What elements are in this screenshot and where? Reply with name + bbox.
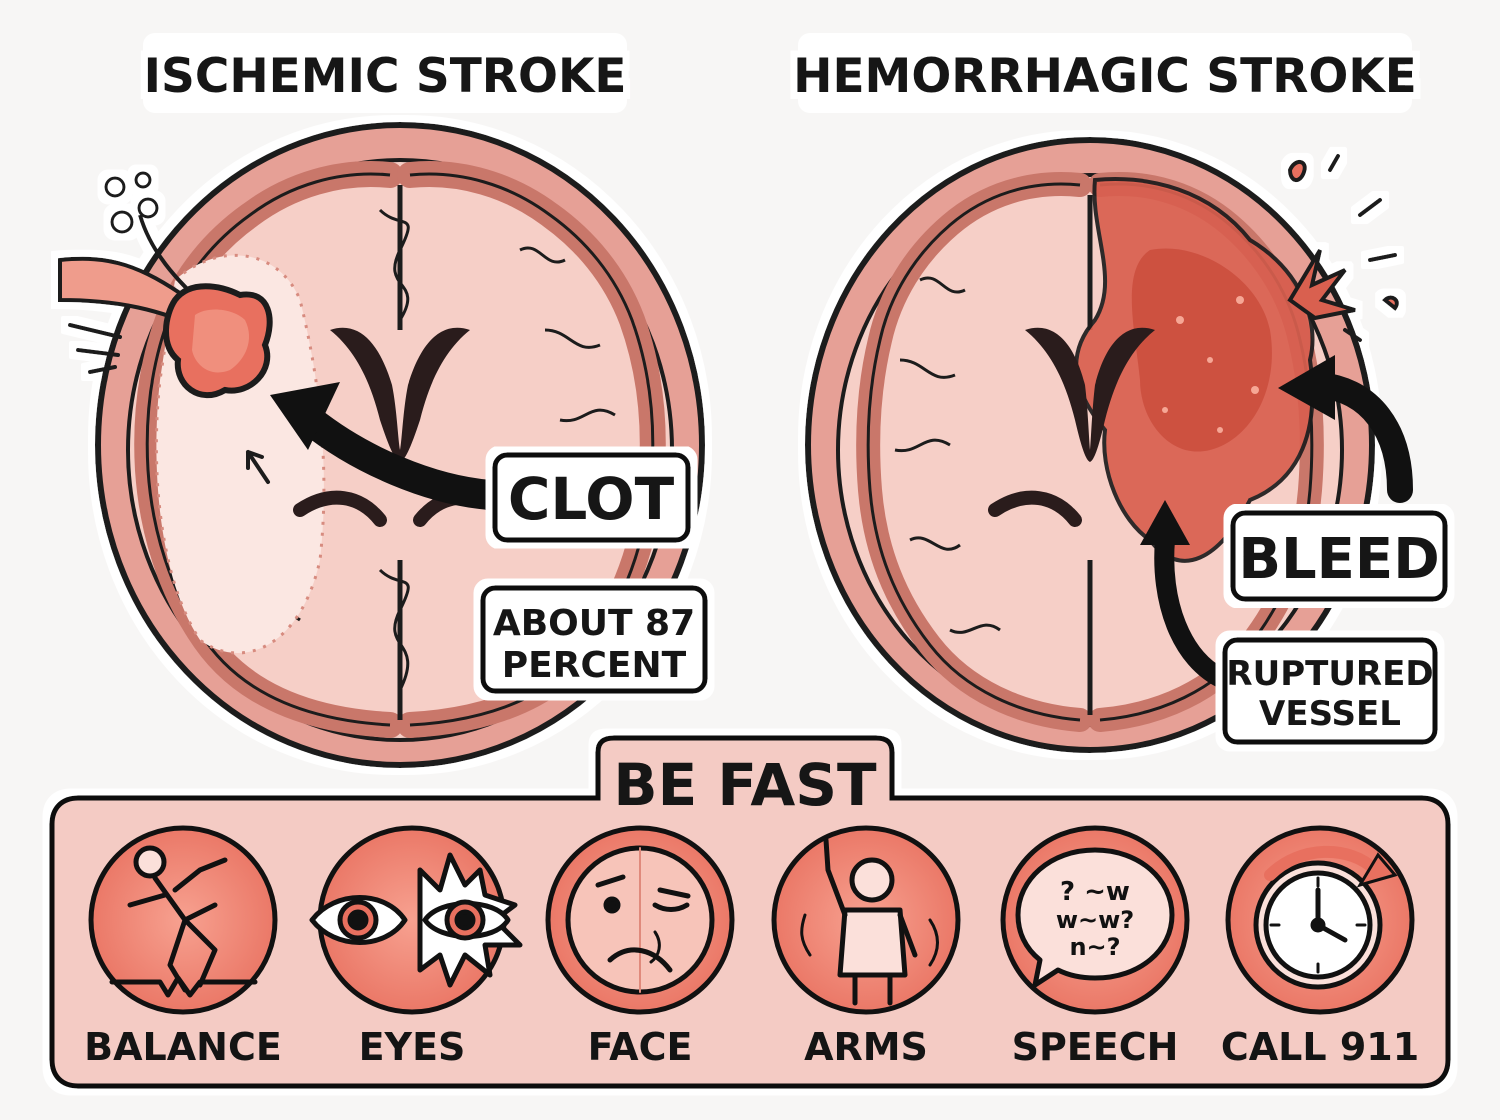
svg-text:EYES: EYES bbox=[359, 1025, 466, 1069]
svg-text:FACE: FACE bbox=[588, 1025, 693, 1069]
bleed-arrows bbox=[1140, 355, 1413, 690]
befast-title: BE FAST bbox=[613, 751, 877, 819]
svg-text:CALL 911: CALL 911 bbox=[1221, 1025, 1419, 1069]
befast-item-balance: BALANCE bbox=[84, 825, 282, 1069]
drooping-face-icon bbox=[565, 845, 715, 995]
svg-text:ARMS: ARMS bbox=[804, 1025, 928, 1069]
befast-item-arms: ARMS bbox=[771, 825, 961, 1069]
befast-item-speech: ? ~w w~w? n~? SPEECH bbox=[1000, 825, 1190, 1069]
raised-arm-icon bbox=[800, 837, 939, 1006]
slurred-speech-icon: ? ~w w~w? n~? bbox=[1015, 847, 1175, 988]
hemorrhagic-brain bbox=[805, 137, 1399, 753]
befast-item-call: CALL 911 bbox=[1221, 825, 1419, 1069]
svg-text:PERCENT: PERCENT bbox=[502, 645, 687, 686]
eyes-icon bbox=[309, 852, 523, 988]
svg-text:ABOUT 87: ABOUT 87 bbox=[493, 603, 695, 644]
svg-text:CLOT: CLOT bbox=[508, 465, 675, 533]
stat-callout: ABOUT 87 PERCENT bbox=[480, 585, 708, 694]
svg-text:VESSEL: VESSEL bbox=[1259, 694, 1401, 734]
svg-text:n~?: n~? bbox=[1069, 933, 1120, 961]
befast-item-eyes: EYES bbox=[309, 825, 523, 1069]
svg-text:ISCHEMIC STROKE: ISCHEMIC STROKE bbox=[144, 49, 627, 104]
svg-text:BLEED: BLEED bbox=[1238, 527, 1439, 592]
ischemic-title: ISCHEMIC STROKE bbox=[144, 40, 627, 106]
clot-callout: CLOT bbox=[492, 452, 691, 543]
svg-text:SPEECH: SPEECH bbox=[1012, 1025, 1179, 1069]
clot-arrow bbox=[270, 382, 505, 510]
vessel-callout: RUPTURED VESSEL bbox=[1222, 637, 1438, 745]
svg-text:w~w?: w~w? bbox=[1056, 906, 1134, 934]
clock-icon bbox=[1253, 845, 1398, 990]
svg-text:BALANCE: BALANCE bbox=[84, 1025, 282, 1069]
svg-text:RUPTURED: RUPTURED bbox=[1226, 654, 1433, 694]
falling-person-icon bbox=[109, 845, 258, 998]
hemorrhagic-title: HEMORRHAGIC STROKE bbox=[793, 40, 1417, 106]
befast-item-face: FACE bbox=[545, 825, 735, 1069]
svg-text:HEMORRHAGIC STROKE: HEMORRHAGIC STROKE bbox=[793, 49, 1417, 104]
bleed-callout: BLEED bbox=[1230, 510, 1448, 602]
svg-text:? ~w: ? ~w bbox=[1060, 877, 1130, 907]
